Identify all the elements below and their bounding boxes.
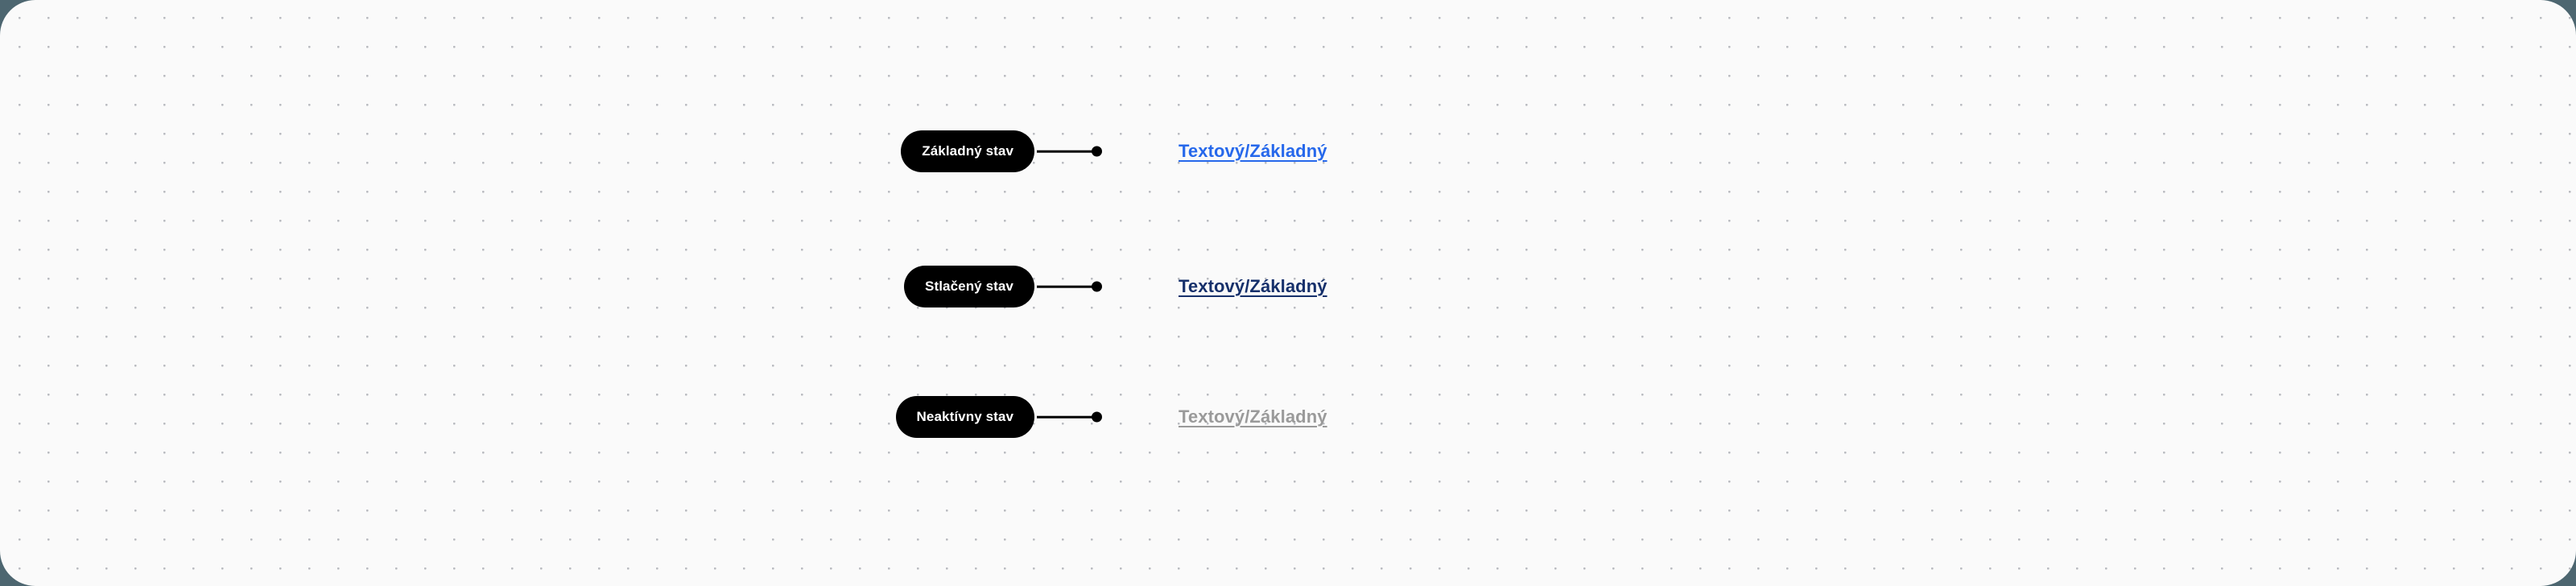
leader-line-pressed — [1037, 285, 1096, 288]
leader-dot-inactive — [1092, 411, 1102, 423]
leader-dot-default — [1092, 146, 1102, 157]
leader-line-inactive — [1037, 415, 1096, 419]
text-link-pressed[interactable]: Textový/Základný — [1179, 276, 1327, 296]
state-badge-pressed: Stlačený stav — [904, 266, 1034, 307]
leader-dot-pressed — [1092, 281, 1102, 292]
leader-line-default — [1037, 150, 1096, 153]
text-link-default[interactable]: Textový/Základný — [1179, 141, 1327, 161]
state-badge-default: Základný stav — [901, 130, 1034, 172]
state-badge-inactive: Neaktívny stav — [895, 396, 1034, 438]
text-link-inactive: Textový/Základný — [1179, 406, 1327, 427]
